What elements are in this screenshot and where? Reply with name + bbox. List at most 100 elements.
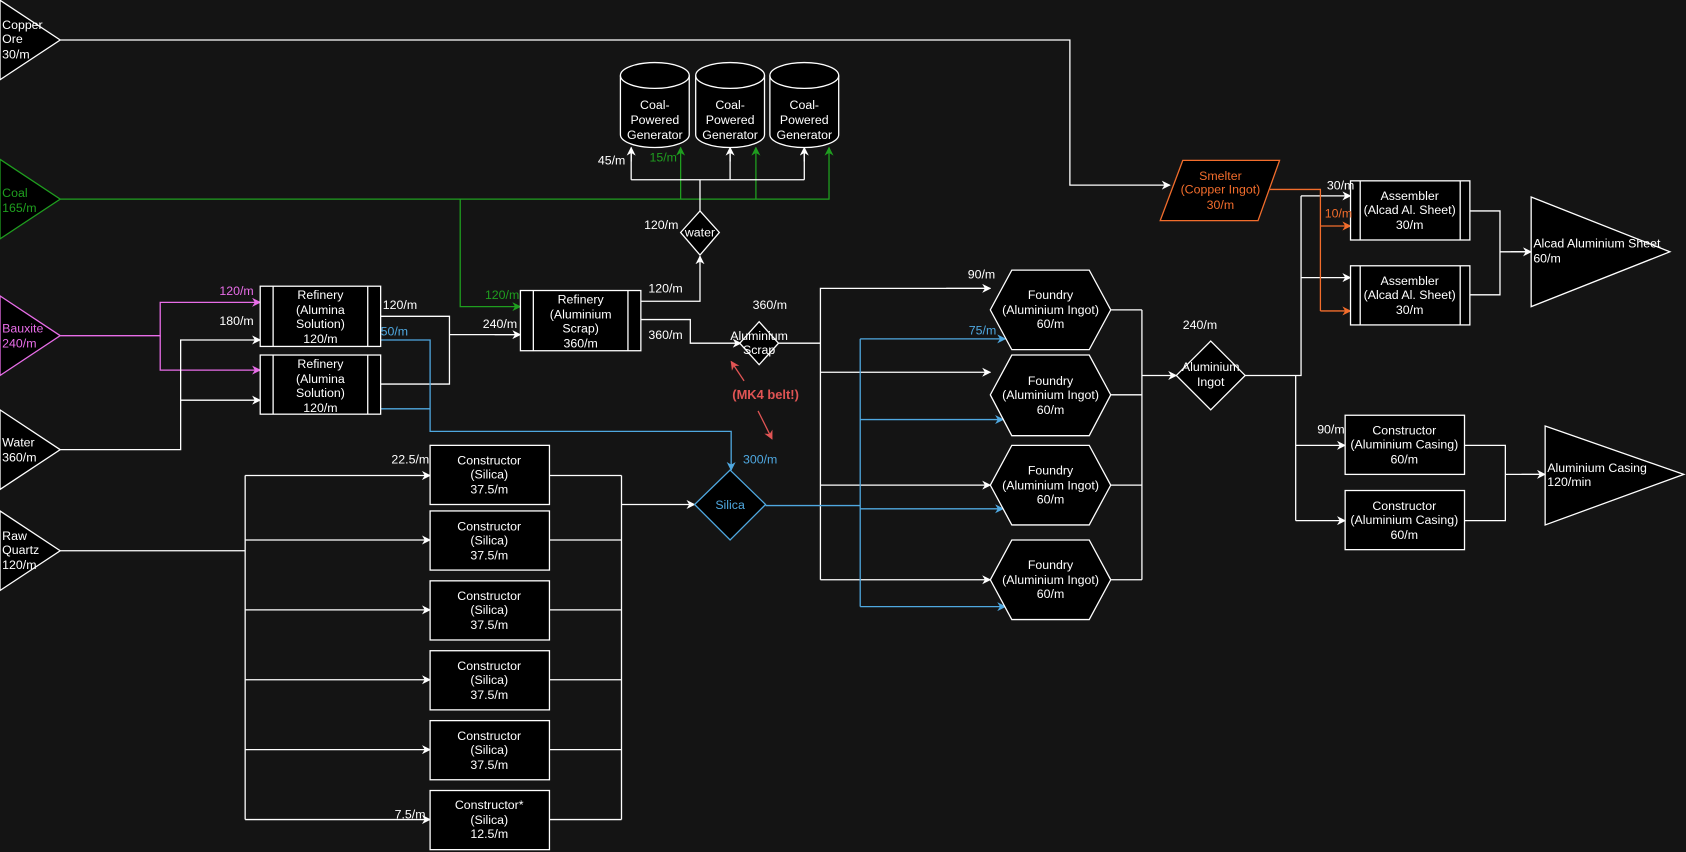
label-quartz-last: 7.5/m <box>395 807 426 821</box>
edge-ingot-out <box>1245 195 1302 521</box>
node-shape <box>1344 489 1466 551</box>
hub-aluminium-ingot[interactable]: Aluminium Ingot <box>1175 340 1247 411</box>
node-label: (Silica) <box>470 673 508 687</box>
node-label: Foundry <box>1028 374 1074 388</box>
label-silica-byproduct: 50/m <box>381 325 408 339</box>
constructor-silica-1[interactable]: Constructor (Silica) 37.5/m <box>429 444 551 506</box>
constructor-silica-3[interactable]: Constructor (Silica) 37.5/m <box>429 580 551 641</box>
input-water[interactable]: Water 360/m <box>0 409 62 491</box>
node-label: Constructor <box>1372 424 1436 438</box>
output-aluminium-casing[interactable]: Aluminium Casing 120/min <box>1544 425 1686 526</box>
foundry-1[interactable]: Foundry (Aluminium Ingot) 60/m <box>989 269 1112 351</box>
node-shape <box>259 285 382 348</box>
node-shape <box>0 409 62 491</box>
input-coal[interactable]: Coal 165/m <box>0 158 62 240</box>
label-foundry-silica: 75/m <box>969 324 996 338</box>
node-label: 120/m <box>303 401 337 415</box>
hub-aluminium-scrap[interactable]: Aluminium Scrap <box>730 320 788 366</box>
node-label: 60/m <box>1037 587 1064 601</box>
node-shape <box>1175 340 1247 411</box>
label-gen-water: 45/m <box>598 154 625 168</box>
node-label: Aluminium <box>1182 360 1240 374</box>
input-bauxite[interactable]: Bauxite 240/m <box>0 295 62 377</box>
node-shape <box>1159 159 1281 222</box>
node-shape <box>989 444 1112 526</box>
node-label: Constructor <box>1372 499 1436 513</box>
smelter-copper-ingot[interactable]: Smelter (Copper Ingot) 30/m <box>1159 159 1281 222</box>
label-quartz-per-constructor: 22.5/m <box>391 453 429 467</box>
node-label: (Silica) <box>470 468 508 482</box>
foundry-2[interactable]: Foundry (Aluminium Ingot) 60/m <box>989 354 1112 437</box>
node-label: 30/m <box>2 47 29 61</box>
node-shape <box>429 444 551 506</box>
label-scrap-out: 360/m <box>648 328 682 342</box>
node-label: (Silica) <box>470 533 508 547</box>
hub-water[interactable]: water <box>679 209 721 257</box>
edge-copper-ingot <box>1269 188 1322 311</box>
node-label: 120/m <box>303 332 337 346</box>
node-label: Constructor <box>457 454 521 468</box>
foundry-3[interactable]: Foundry (Aluminium Ingot) 60/m <box>989 444 1112 526</box>
node-label: water <box>684 226 715 240</box>
edge-assembler-out <box>1469 210 1532 296</box>
node-label: Coal- <box>715 98 745 112</box>
constructor-silica-5[interactable]: Constructor (Silica) 37.5/m <box>429 719 551 781</box>
edge-foundry-collect <box>1110 309 1143 581</box>
node-shape <box>429 719 551 781</box>
generator-1[interactable]: Coal- Powered Generator <box>619 61 690 149</box>
hub-silica[interactable]: Silica <box>693 469 767 541</box>
refinery-alumina-1[interactable]: Refinery (Alumina Solution) 120/m <box>259 285 382 348</box>
input-raw-quartz[interactable]: Raw Quartz 120/m <box>0 510 62 592</box>
constructor-silica-6[interactable]: Constructor* (Silica) 12.5/m <box>429 789 551 851</box>
node-label: (Aluminium Ingot) <box>1002 478 1099 492</box>
node-label: Constructor <box>457 729 521 743</box>
node-label: (Alcad Al. Sheet) <box>1364 288 1456 302</box>
label-gen-coal: 15/m <box>649 150 676 164</box>
node-label: Raw <box>2 529 27 543</box>
node-label: Solution) <box>296 317 345 331</box>
node-label: 120/min <box>1547 475 1591 489</box>
node-label: Aluminium <box>730 329 788 343</box>
assembler-alcad-2[interactable]: Assembler (Alcad Al. Sheet) 30/m <box>1349 265 1471 326</box>
edge-water <box>60 335 262 451</box>
refinery-aluminium-scrap[interactable]: Refinery (Aluminium Scrap) 360/m <box>519 289 642 352</box>
node-label: Silica <box>715 498 745 512</box>
node-label: Constructor <box>457 519 521 533</box>
constructor-casing-2[interactable]: Constructor (Aluminium Casing) 60/m <box>1344 489 1466 551</box>
constructor-silica-4[interactable]: Constructor (Silica) 37.5/m <box>429 650 551 711</box>
node-label: Refinery <box>297 357 344 371</box>
node-label: Generator <box>776 128 832 142</box>
node-shape <box>429 650 551 711</box>
assembler-alcad-1[interactable]: Assembler (Alcad Al. Sheet) 30/m <box>1349 180 1471 241</box>
node-label: Assembler <box>1380 189 1438 203</box>
node-label: (Aluminium Ingot) <box>1002 573 1099 587</box>
output-alcad-sheet[interactable]: Alcad Aluminium Sheet 60/m <box>1530 196 1672 308</box>
node-shape <box>695 61 766 149</box>
generator-3[interactable]: Coal- Powered Generator <box>769 61 840 149</box>
label-alumina-to-scrap: 240/m <box>483 317 517 331</box>
edge-silica-byproduct <box>380 339 736 471</box>
edge-bauxite <box>60 297 262 337</box>
node-label: Powered <box>780 113 829 127</box>
node-label: (Aluminium <box>550 307 612 321</box>
node-shape <box>989 354 1112 437</box>
node-label: Generator <box>627 128 683 142</box>
refinery-alumina-2[interactable]: Refinery (Alumina Solution) 120/m <box>259 354 382 415</box>
node-label: Constructor* <box>455 798 524 812</box>
node-shape <box>519 289 642 352</box>
input-copper-ore[interactable]: Copper Ore 30/m <box>0 0 62 81</box>
node-shape <box>769 75 840 89</box>
node-label: 30/m <box>1396 303 1423 317</box>
node-shape <box>989 539 1112 621</box>
node-shape <box>619 61 690 149</box>
generator-2[interactable]: Coal- Powered Generator <box>695 61 766 149</box>
edge-water-gens <box>630 147 805 211</box>
node-label: (Alumina <box>296 303 345 317</box>
constructor-silica-2[interactable]: Constructor (Silica) 37.5/m <box>429 510 551 571</box>
foundry-4[interactable]: Foundry (Aluminium Ingot) 60/m <box>989 539 1112 621</box>
edge-silica-collect <box>549 474 623 821</box>
constructor-casing-1[interactable]: Constructor (Aluminium Casing) 60/m <box>1344 414 1466 476</box>
node-shape <box>0 0 62 81</box>
node-shape <box>429 580 551 641</box>
rate-labels: 45/m 15/m 120/m 120/m 180/m 120/m 50/m 1… <box>219 150 1354 821</box>
